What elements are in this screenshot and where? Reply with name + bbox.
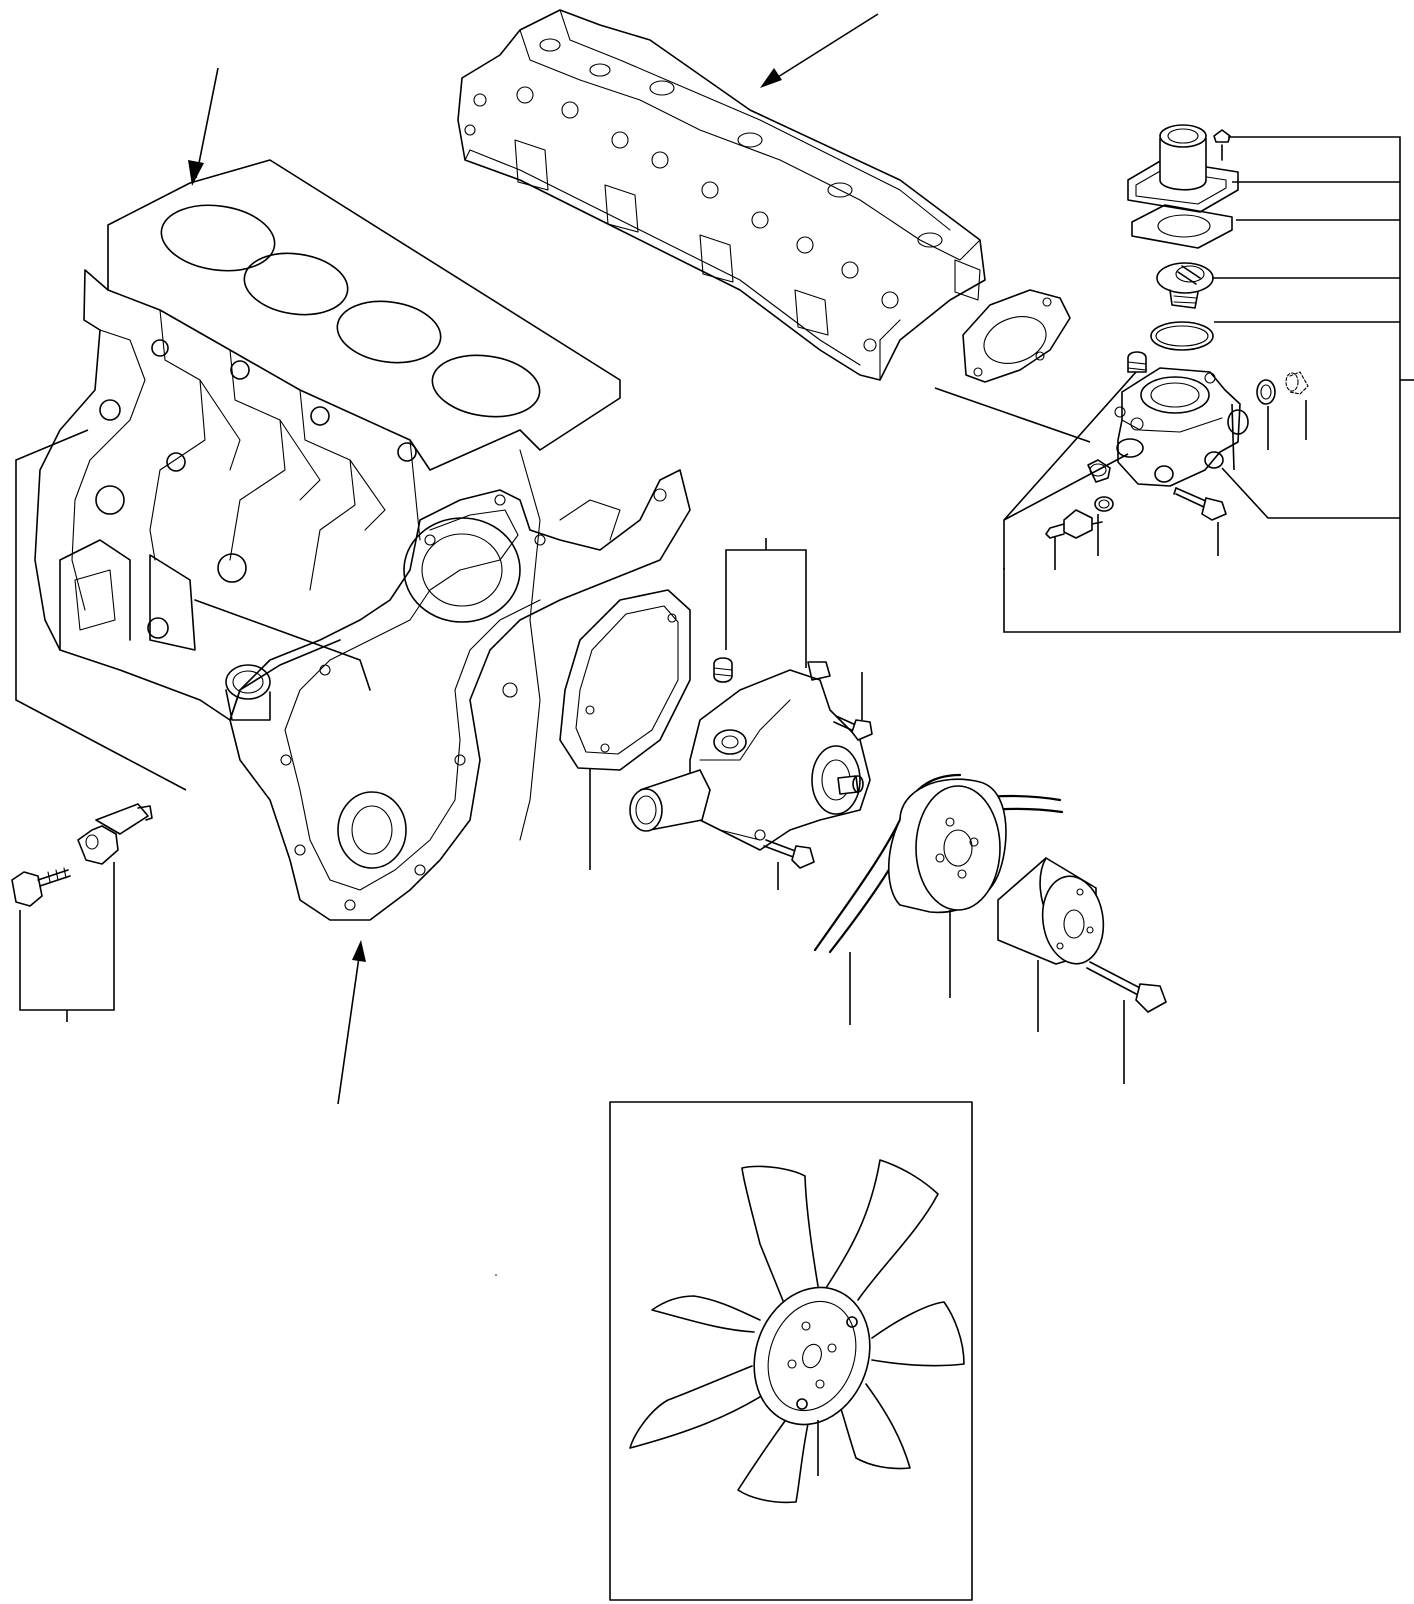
water-pump-icon [629, 661, 871, 851]
outlet-gasket-icon [962, 289, 1071, 383]
washer-icon [1256, 379, 1276, 405]
thermostat-group-bracket [1003, 136, 1414, 633]
water-pump-gasket-icon [559, 589, 691, 771]
bolt-icon [1213, 129, 1231, 161]
pump-plug-icon [713, 657, 733, 683]
cap-icon [1285, 371, 1309, 395]
o-ring-icon [1150, 321, 1214, 351]
gear-case-cover-icon [225, 469, 691, 921]
drain-cock-icon [77, 803, 153, 865]
plug-icon [1127, 351, 1147, 373]
fan-icon [629, 1159, 965, 1504]
drain-plug-icon [11, 867, 71, 907]
fan-inset-frame [609, 1101, 973, 1601]
thermostat-icon [1156, 262, 1214, 309]
pointer-arrows [188, 13, 1091, 1105]
housing-bolt-icon [1173, 487, 1227, 521]
pump-bolt-lower-icon [763, 839, 815, 869]
pump-group-bracket [589, 538, 863, 890]
fitting-icon [1087, 459, 1111, 483]
thermostat-housing-icon [1114, 367, 1249, 487]
cylinder-block-icon [34, 159, 621, 841]
cylinder-head-icon [457, 9, 986, 381]
temperature-sender-icon [1045, 509, 1103, 539]
thermostat-cover-icon [1127, 124, 1239, 213]
thermostat-gasket-icon [1131, 204, 1233, 249]
speck [495, 1274, 497, 1276]
sender-washer-icon [1094, 496, 1114, 512]
spacer-icon [997, 857, 1105, 1032]
drain-group-bracket [15, 429, 187, 1022]
pulley-icon [887, 778, 1007, 998]
fan-bolt-icon [1086, 961, 1167, 1084]
pump-bolt-upper-icon [833, 715, 873, 741]
